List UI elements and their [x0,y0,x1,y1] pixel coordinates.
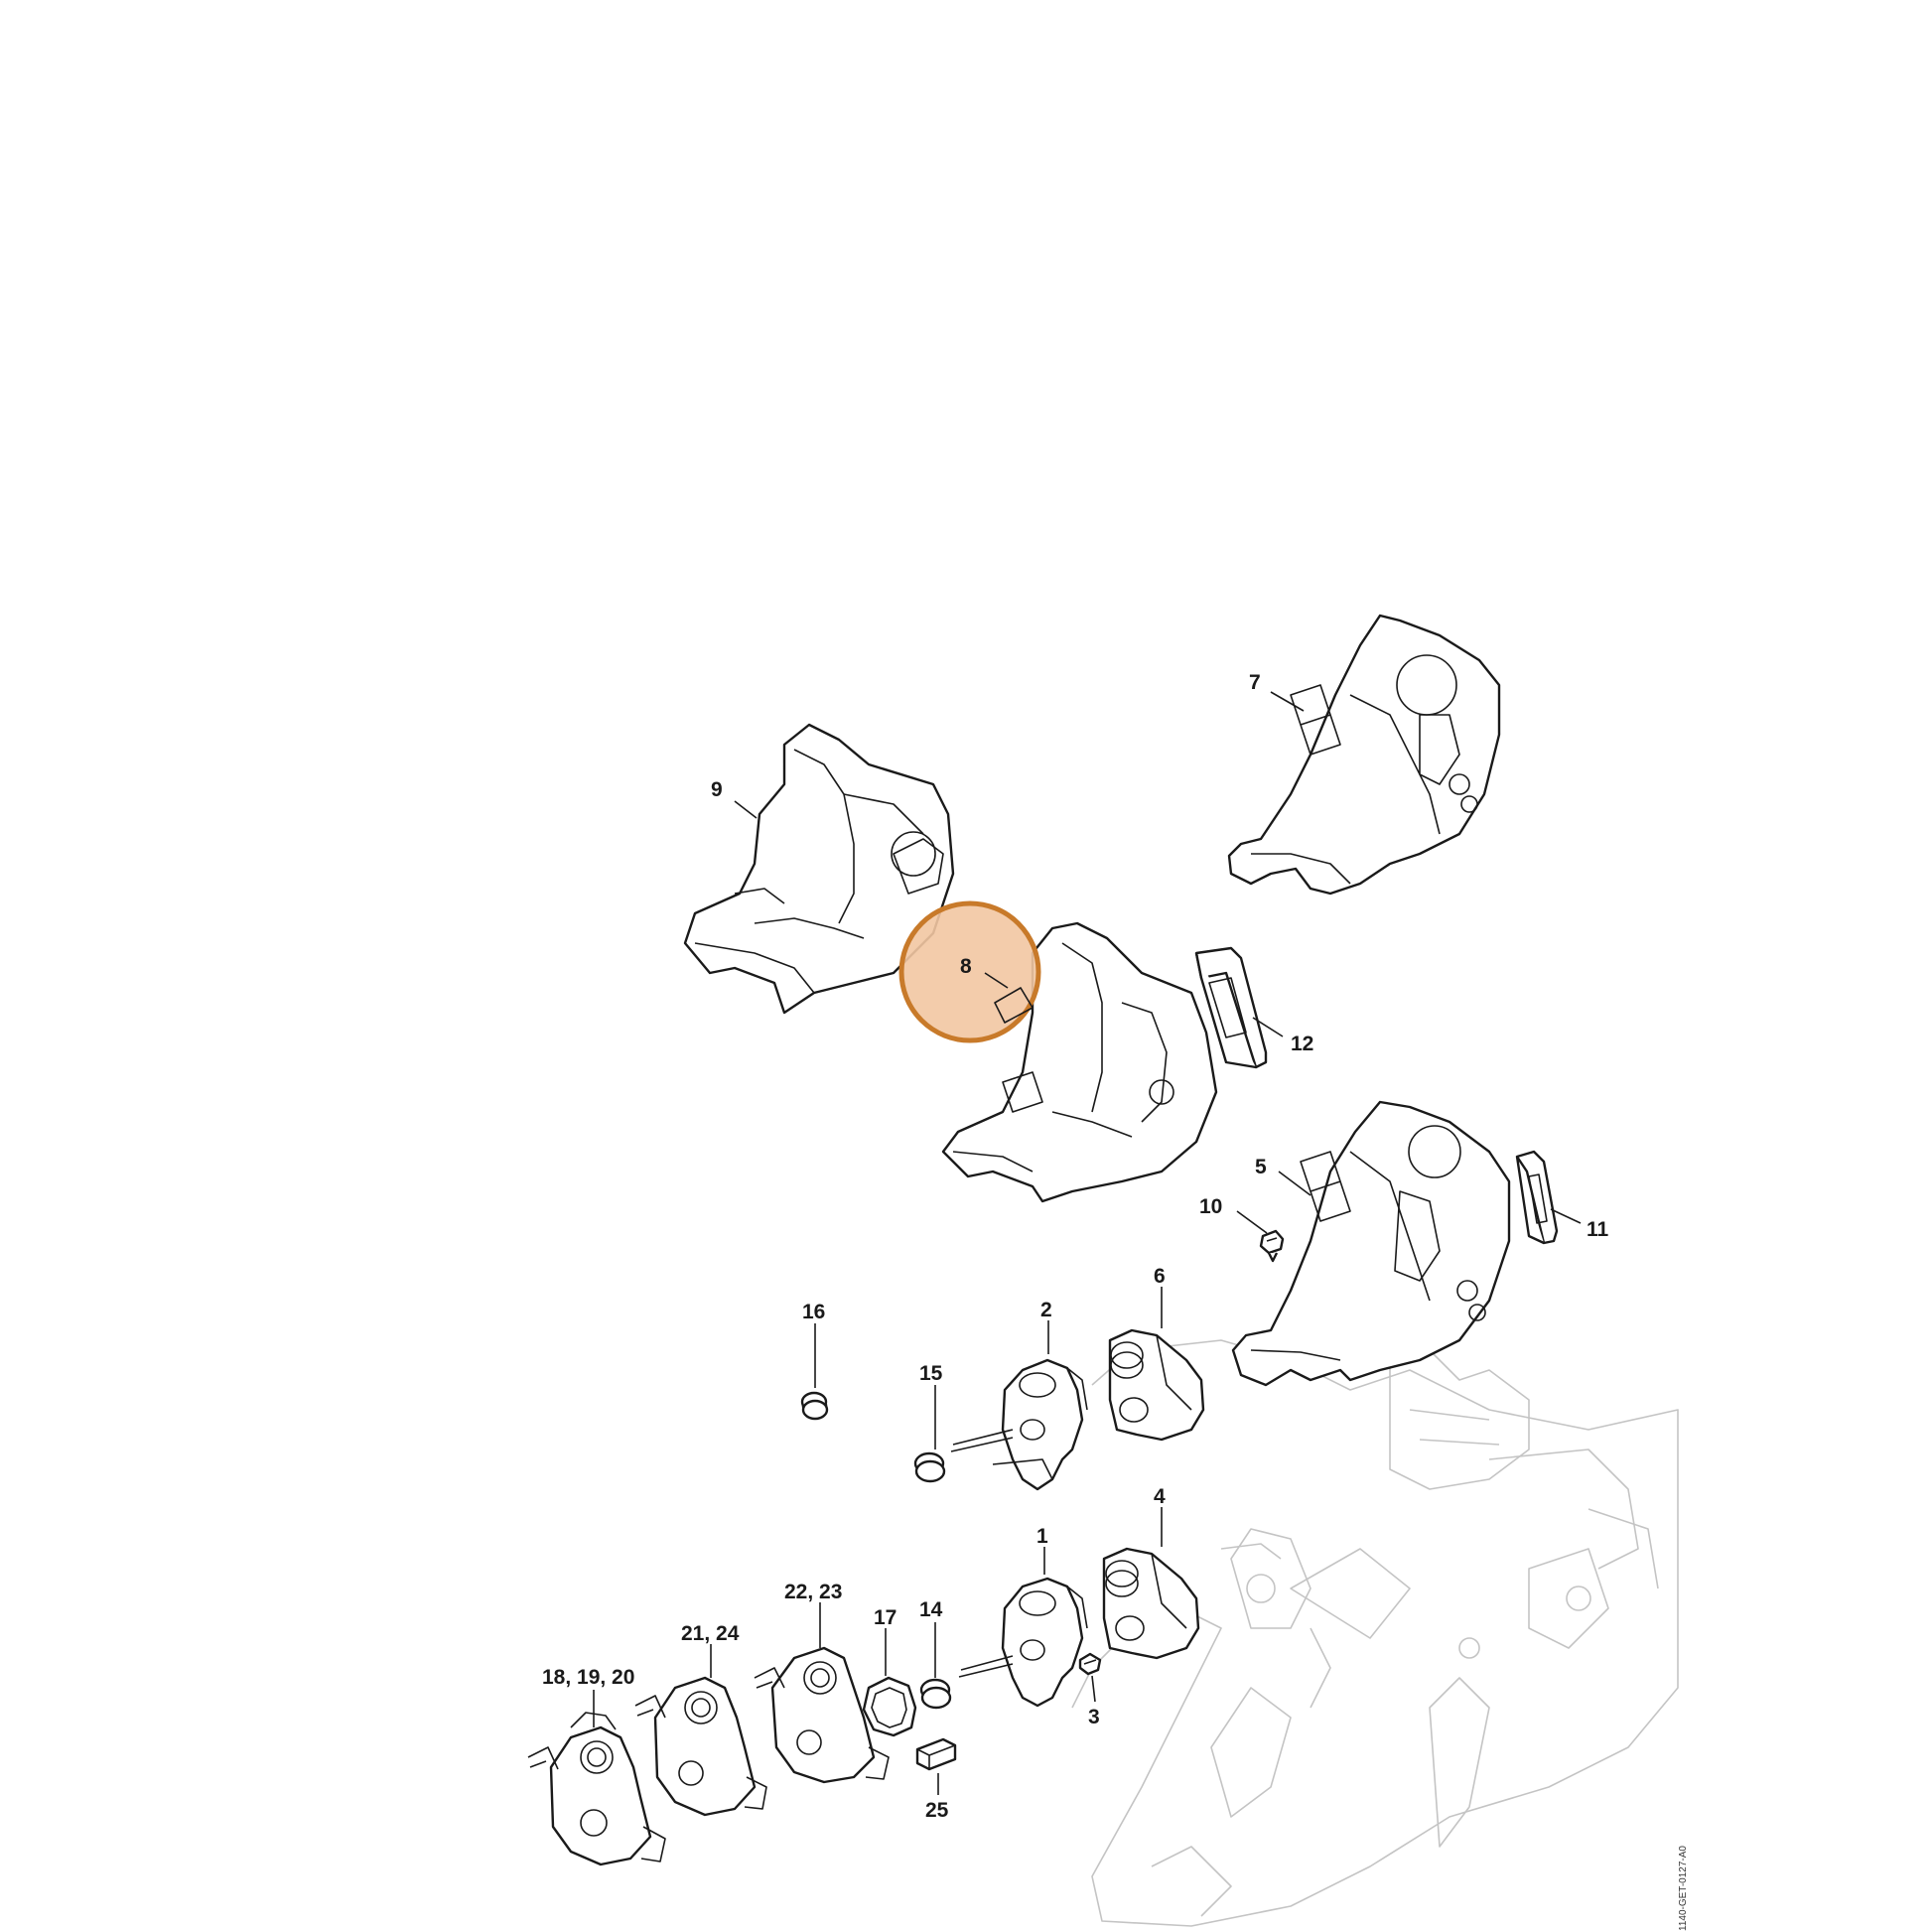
callout-1: 1 [1036,1525,1048,1548]
part-2-manifold [950,1358,1088,1491]
part-16-ring [800,1391,829,1421]
callout-3: 3 [1088,1706,1100,1728]
part-18-19-20-carburetor [527,1712,666,1866]
callout-7: 7 [1249,671,1261,694]
saw-ghost-outline [1071,1339,1679,1927]
callout-8: 8 [960,955,972,978]
part-7-shroud [1227,614,1501,896]
callout-4: 4 [1154,1485,1166,1508]
part-21-24-carburetor [634,1676,767,1817]
part-8-rib-detail [994,987,1034,1024]
part-5-shroud [1231,1100,1511,1387]
part-11-plate [1515,1150,1559,1245]
leader-3 [1091,1675,1096,1703]
part-17-gasket [862,1676,917,1737]
highlight-circle-8 [898,900,1041,1043]
callout-16: 16 [802,1301,825,1323]
callout-10: 10 [1199,1195,1222,1218]
part-25-block [915,1737,957,1771]
leader-9 [734,800,758,819]
leader-12 [1252,1017,1284,1037]
leader-7 [1270,691,1305,712]
document-id: 1140-GET-0127-A0 [1678,1846,1689,1931]
callout-11: 11 [1587,1218,1609,1241]
callout-18-19-20: 18, 19, 20 [542,1666,634,1689]
part-9-shroud [683,723,955,1015]
callout-14: 14 [919,1598,943,1621]
part-6-flange [1108,1328,1205,1442]
part-14-ring [919,1678,952,1710]
callout-12: 12 [1291,1033,1313,1055]
part-4-flange [1102,1547,1200,1660]
part-15-ring [913,1451,946,1483]
leader-5 [1278,1171,1311,1196]
leader-11 [1550,1208,1582,1224]
part-1-manifold [958,1577,1088,1708]
callout-9: 9 [711,778,723,801]
callout-21-24: 21, 24 [681,1622,740,1645]
callout-6: 6 [1154,1265,1166,1288]
callout-17: 17 [874,1606,897,1629]
callout-15: 15 [919,1362,943,1385]
part-12-plate [1194,946,1268,1069]
leader-8 [984,972,1009,989]
leader-10 [1236,1210,1268,1234]
callout-2: 2 [1040,1299,1052,1321]
part-3-screw [1078,1652,1102,1676]
part-10-screw [1259,1229,1285,1263]
part-8-shroud [941,921,1218,1203]
callout-5: 5 [1255,1156,1267,1178]
part-22-23-carburetor [754,1646,890,1784]
callout-22-23: 22, 23 [784,1581,842,1603]
callout-25: 25 [925,1799,949,1822]
